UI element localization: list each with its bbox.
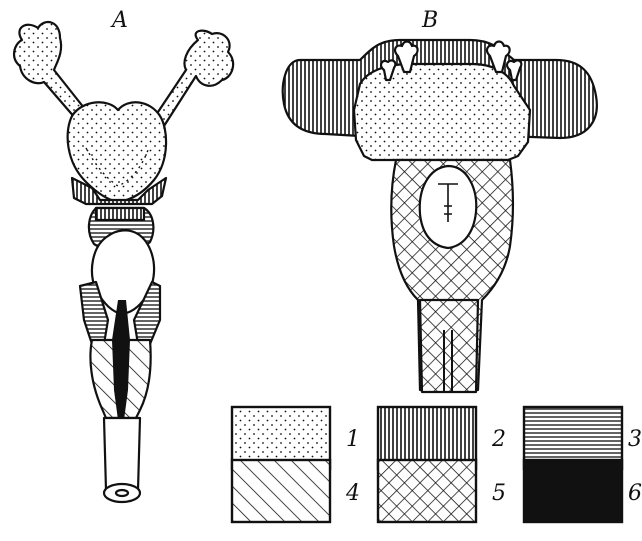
- a-spinal-cord: [104, 418, 140, 490]
- a-midbrain-outline: [96, 208, 144, 220]
- a-olfactory-right: [154, 31, 233, 126]
- b-central-dotted: [354, 64, 530, 160]
- legend-number-3: 3: [628, 427, 642, 452]
- b-spinal-cord: [420, 300, 478, 392]
- legend-item-5: 5: [378, 460, 506, 522]
- legend-swatch-diagonal-lines: [232, 460, 330, 522]
- legend-item-6: 6: [524, 460, 642, 522]
- legend-swatch-crosshatch: [378, 460, 476, 522]
- legend-number-4: 4: [345, 481, 360, 506]
- a-spinal-cord-canal: [116, 490, 128, 496]
- legend-item-4: 4: [232, 460, 360, 522]
- panel-a-label: A: [110, 8, 128, 33]
- panel-b-label: B: [421, 8, 438, 33]
- panel-b: B: [283, 8, 597, 392]
- legend-number-1: 1: [346, 427, 360, 452]
- legend-number-6: 6: [628, 481, 642, 506]
- legend-number-2: 2: [491, 427, 506, 452]
- legend: 1 2 3 4 5 6: [232, 407, 642, 522]
- panel-a: A: [14, 8, 233, 502]
- legend-number-5: 5: [492, 481, 506, 506]
- legend-swatch-solid-black: [524, 460, 622, 522]
